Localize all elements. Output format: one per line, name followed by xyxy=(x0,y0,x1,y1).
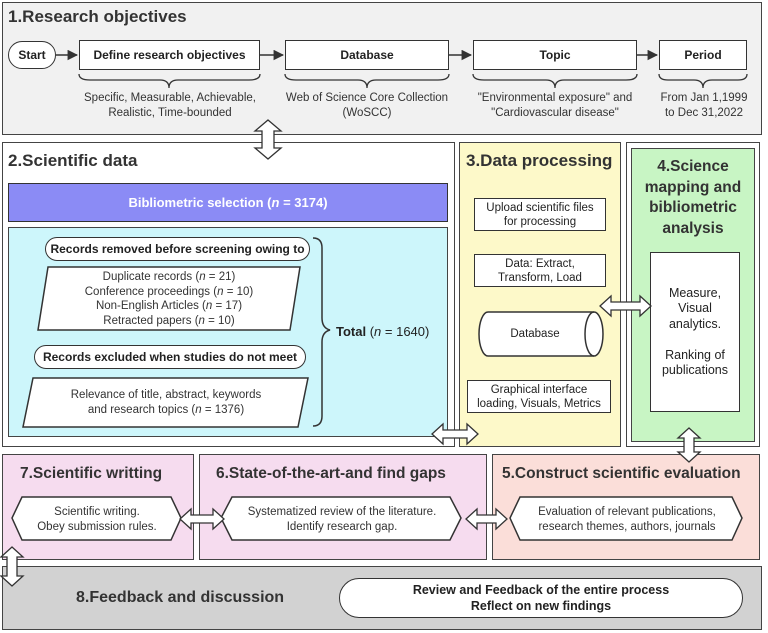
section-8-title: 8.Feedback and discussion xyxy=(76,589,285,606)
records-removed-header: Records removed before screening owing t… xyxy=(45,237,310,261)
selection-value: = 3174) xyxy=(279,195,328,210)
science-mapping-content: Measure, Visual analytics. Ranking of pu… xyxy=(650,252,740,412)
removed-items-list: Duplicate records (n = 21) Conference pr… xyxy=(48,270,290,328)
removed-item-duplicate: Duplicate records (n = 21) xyxy=(102,271,236,283)
section-3-title: 3.Data processing xyxy=(466,151,613,170)
graphical-interface-box: Graphical interface loading, Visuals, Me… xyxy=(467,380,611,413)
section-5-title: 5.Construct scientific evaluation xyxy=(502,465,741,482)
database-label: Database xyxy=(340,48,394,62)
excluded-line-1: Relevance of title, abstract, keywords xyxy=(70,389,262,401)
excluded-line-2: and research topics (n = 1376) xyxy=(87,403,245,416)
define-objectives-label: Define research objectives xyxy=(93,48,246,62)
upload-files-box: Upload scientific files for processing xyxy=(474,198,606,231)
feedback-line-1: Review and Feedback of the entire proces… xyxy=(412,583,670,597)
section-4-title: 4.Science mapping and bibliometric analy… xyxy=(644,158,742,237)
feedback-content-box: Review and Feedback of the entire proces… xyxy=(339,578,743,618)
define-objectives-note: Specific, Measurable, Achievable, Realis… xyxy=(84,92,256,119)
section-7-title: 7.Scientific writting xyxy=(20,465,163,482)
period-box: Period xyxy=(659,40,747,70)
removed-item-conference: Conference proceedings (n = 10) xyxy=(84,285,254,298)
records-excluded-header: Records excluded when studies do not mee… xyxy=(34,345,306,369)
define-objectives-box: Define research objectives xyxy=(79,40,260,70)
topic-note: "Environmental exposure" and "Cardiovasc… xyxy=(477,92,633,119)
selection-n: n xyxy=(271,195,280,210)
removed-item-non-english: Non-English Articles (n = 17) xyxy=(95,300,243,312)
bibliometric-selection-box: Bibliometric selection (n = 3174) xyxy=(8,183,448,222)
excluded-criteria: Relevance of title, abstract, keywords a… xyxy=(33,388,299,417)
topic-box: Topic xyxy=(473,40,637,70)
period-label: Period xyxy=(684,48,722,62)
database-box: Database xyxy=(285,40,449,70)
records-removed-label: Records removed before screening owing t… xyxy=(50,242,305,256)
section-2-title: 2.Scientific data xyxy=(8,151,138,170)
topic-label: Topic xyxy=(539,48,571,62)
removed-item-retracted: Retracted papers (n = 10) xyxy=(103,314,235,327)
total-label: Total xyxy=(336,324,367,339)
start-label: Start xyxy=(18,48,46,62)
period-note: From Jan 1,1999 to Dec 31,2022 xyxy=(660,92,748,119)
selection-label: Bibliometric selection ( xyxy=(128,195,272,210)
evaluation-content: Evaluation of relevant publications, res… xyxy=(538,506,716,533)
gaps-content: Systematized review of the literature. I… xyxy=(247,506,437,533)
section-1-title: 1.Research objectives xyxy=(8,7,187,26)
total-count: Total (n = 1640) xyxy=(336,324,430,339)
writing-content: Scientific writing. Obey submission rule… xyxy=(37,506,157,533)
feedback-line-2: Reflect on new findings xyxy=(470,599,612,613)
database-note: Web of Science Core Collection (WoSCC) xyxy=(285,92,449,119)
start-node: Start xyxy=(8,41,56,69)
section-6-title: 6.State-of-the-art-and find gaps xyxy=(216,465,446,482)
etl-box: Data: Extract, Transform, Load xyxy=(474,254,606,287)
records-excluded-label: Records excluded when studies do not mee… xyxy=(42,350,298,364)
database-cylinder-label: Database xyxy=(510,328,560,340)
